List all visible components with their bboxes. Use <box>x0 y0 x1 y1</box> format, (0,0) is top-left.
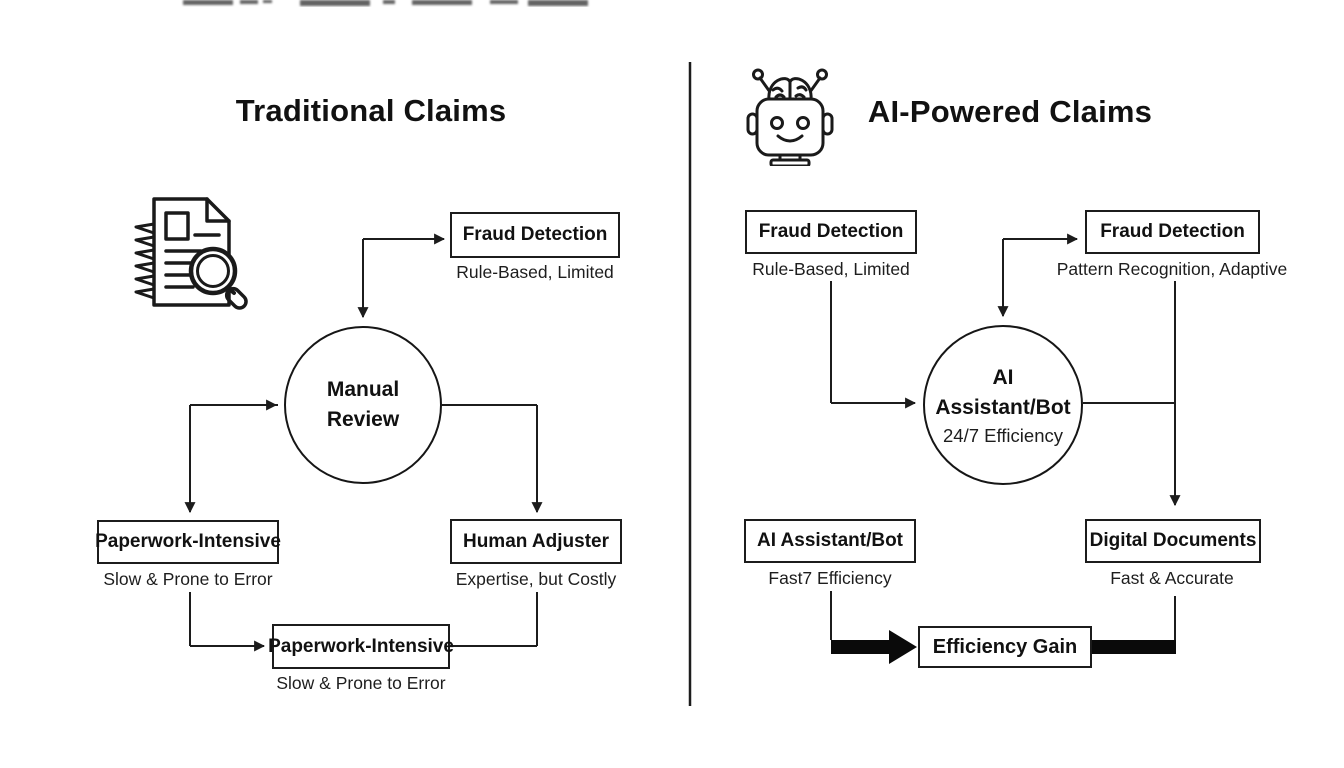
node-paperwork-intensive: Paperwork-Intensive <box>95 520 281 564</box>
node-subtitle-paperwork-intensive: Slow & Prone to Error <box>103 569 273 589</box>
node-fraud-detection-left-panel: Fraud Detection <box>450 212 620 258</box>
node-label: Paperwork-Intensive <box>268 635 454 657</box>
node-paperwork-intensive-bottom: Paperwork-Intensive <box>268 624 454 669</box>
documents-magnifier-icon <box>134 197 248 310</box>
node-label: Fraud Detection <box>462 224 608 245</box>
node-label: AI Assistant/Bot <box>935 365 1071 419</box>
node-sublabel: 24/7 Efficiency <box>943 425 1063 447</box>
right-panel-title: AI-Powered Claims <box>867 94 1153 129</box>
node-fraud-detection-rule-based: Fraud Detection <box>745 210 917 254</box>
node-subtitle-paperwork-intensive-bottom: Slow & Prone to Error <box>276 673 446 693</box>
node-subtitle-digital-documents: Fast & Accurate <box>1110 568 1234 588</box>
node-manual-review-circle: Manual Review <box>284 326 442 484</box>
node-subtitle-fraud-detection-rule-based: Rule-Based, Limited <box>752 259 910 279</box>
node-subtitle-ai-assistant-box: Fast7 Efficiency <box>768 568 892 588</box>
node-ai-assistant-circle: AI Assistant/Bot 24/7 Efficiency <box>923 325 1083 485</box>
node-human-adjuster: Human Adjuster <box>450 519 622 564</box>
node-label: Digital Documents <box>1089 530 1257 551</box>
left-panel-title: Traditional Claims <box>235 93 507 128</box>
node-efficiency-gain: Efficiency Gain <box>918 626 1092 668</box>
thick-bar-right <box>1092 640 1176 654</box>
node-fraud-detection-pattern: Fraud Detection <box>1085 210 1260 254</box>
node-label: Efficiency Gain <box>932 635 1078 658</box>
node-label: AI Assistant/Bot <box>756 530 904 551</box>
node-label: Paperwork-Intensive <box>95 531 281 552</box>
cropped-text-artifact <box>183 0 588 6</box>
node-ai-assistant-box: AI Assistant/Bot <box>744 519 916 563</box>
node-subtitle-fraud-detection-left-panel: Rule-Based, Limited <box>456 262 614 282</box>
node-digital-documents: Digital Documents <box>1085 519 1261 563</box>
robot-icon <box>746 68 834 166</box>
node-label: Manual Review <box>326 377 400 431</box>
node-label: Fraud Detection <box>758 221 904 242</box>
node-label: Fraud Detection <box>1100 221 1245 242</box>
node-subtitle-fraud-detection-pattern: Pattern Recognition, Adaptive <box>1056 259 1288 279</box>
thick-arrow-left <box>831 630 917 664</box>
node-label: Human Adjuster <box>462 530 610 552</box>
node-subtitle-human-adjuster: Expertise, but Costly <box>455 569 617 589</box>
